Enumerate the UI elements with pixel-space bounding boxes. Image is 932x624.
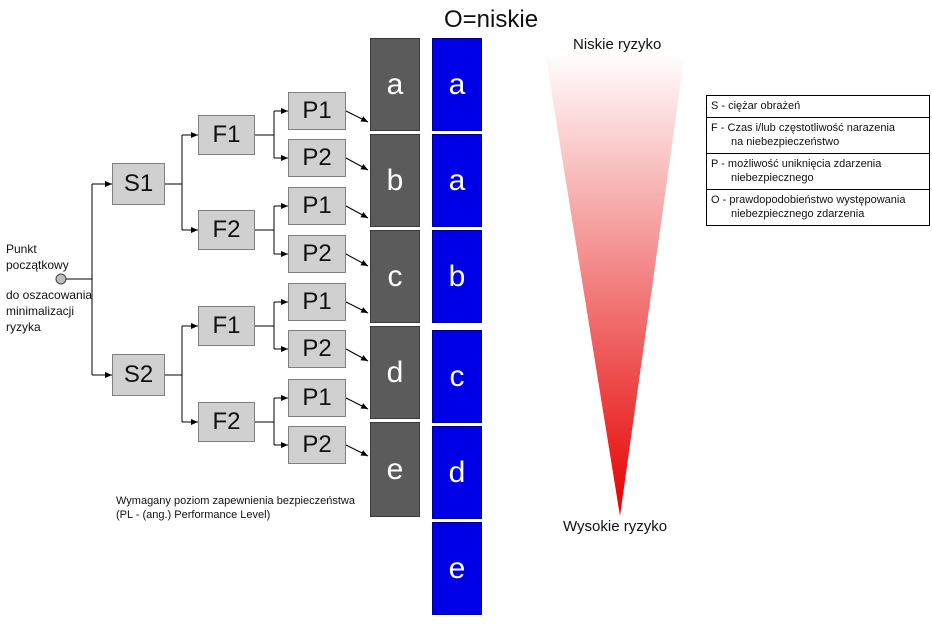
pl-caption-line: (PL - (ang.) Performance Level) xyxy=(116,509,271,521)
pl-box-b: b xyxy=(370,134,420,227)
start-label-line: początkowy xyxy=(6,258,69,272)
o-box-e: e xyxy=(432,522,482,615)
pl-box-d: d xyxy=(370,326,420,419)
o-box-a: a xyxy=(432,134,482,227)
pl-caption-line: Wymagany poziom zapewnienia bezpieczeńst… xyxy=(116,495,355,507)
legend-text: S - ciężar obrażeń xyxy=(711,100,801,112)
risk-high-label: Wysokie ryzyko xyxy=(563,518,668,535)
node-p1: P1 xyxy=(288,283,346,321)
start-label-line: Punkt xyxy=(6,242,37,256)
node-p1: P1 xyxy=(288,92,346,130)
legend-text-continued: na niebezpieczeństwo xyxy=(731,136,840,148)
node-f1-bottom: F1 xyxy=(198,306,255,346)
pl-box-a: a xyxy=(370,38,420,131)
node-f2-bottom: F2 xyxy=(198,402,255,442)
node-p1: P1 xyxy=(288,379,346,417)
legend-text: F - Czas i/lub częstotliwość narazenia xyxy=(711,122,896,134)
o-box-d: d xyxy=(432,426,482,519)
legend-text: P - możliwość uniknięcia zdarzenia xyxy=(711,158,882,170)
node-s2: S2 xyxy=(112,354,165,396)
start-label-line: minimalizacji xyxy=(6,304,75,318)
pl-box-c: c xyxy=(370,230,420,323)
node-f1-top: F1 xyxy=(198,115,255,155)
node-p2: P2 xyxy=(288,426,346,464)
risk-low-label: Niskie ryzyko xyxy=(573,36,662,53)
o-box-c: c xyxy=(432,330,482,423)
node-p2: P2 xyxy=(288,139,346,177)
node-p1: P1 xyxy=(288,187,346,225)
pl-caption: Wymagany poziom zapewnienia bezpieczeńst… xyxy=(116,494,355,522)
start-label: Punkt początkowy xyxy=(6,241,69,273)
node-s1: S1 xyxy=(112,163,165,205)
legend-row: S - ciężar obrażeń xyxy=(707,96,929,118)
start-label-line: do oszacowania xyxy=(6,288,93,302)
legend-row: P - możliwość uniknięcia zdarzenia niebe… xyxy=(707,154,929,190)
risk-triangle xyxy=(545,52,685,516)
pl-box-e: e xyxy=(370,422,420,517)
start-point xyxy=(55,273,67,285)
legend-row: O - prawdopodobieństwo występowania nieb… xyxy=(707,190,929,225)
legend-text: O - prawdopodobieństwo występowania xyxy=(711,194,906,206)
start-label-line: ryzyka xyxy=(6,320,41,334)
legend-text-continued: niebezpiecznego zdarzenia xyxy=(731,208,865,220)
page-title: O=niskie xyxy=(444,6,539,33)
legend-row: F - Czas i/lub częstotliwość narazenia n… xyxy=(707,118,929,154)
node-f2-top: F2 xyxy=(198,210,255,250)
node-p2: P2 xyxy=(288,330,346,368)
o-box-b: b xyxy=(432,230,482,323)
legend-text-continued: niebezpiecznego xyxy=(731,172,814,184)
start-label-continued: do oszacowania minimalizacji ryzyka xyxy=(6,287,92,335)
legend: S - ciężar obrażeń F - Czas i/lub często… xyxy=(706,95,930,226)
node-p2: P2 xyxy=(288,235,346,273)
o-box-a: a xyxy=(432,38,482,131)
